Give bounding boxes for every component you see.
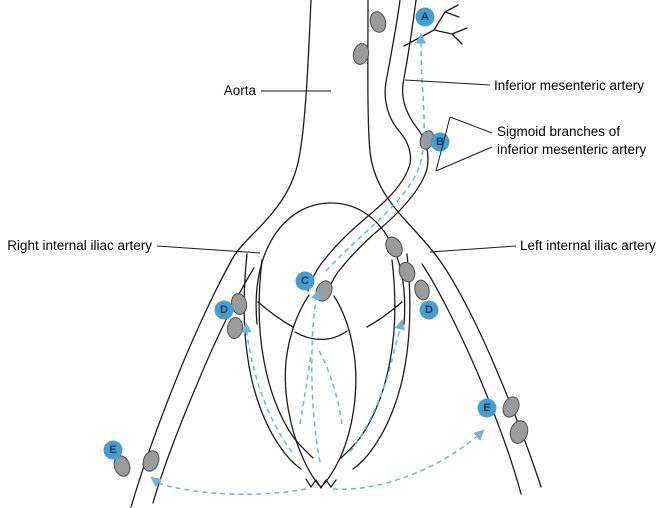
station-circle: [103, 440, 123, 460]
internal-iliac-right-edge-b: [340, 259, 396, 459]
lymph-flow-branch-right: [316, 346, 343, 425]
lymph-flow-right-internal-iliac: [349, 319, 405, 453]
sigmoid-branches-label-line1: Sigmoid branches of: [497, 124, 620, 139]
lymph-flow-branch-left: [299, 352, 312, 425]
station-marker-a: A: [415, 7, 435, 27]
aorta-label: Aorta: [224, 83, 257, 98]
anal-verge-zigzag: [305, 478, 337, 489]
middle-rectal-branch-left: [257, 301, 294, 328]
lymph-flow-to-left-inguinal: [150, 476, 307, 495]
label-pointer-lines: [156, 79, 517, 254]
label-layer: Aorta Inferior mesenteric artery Sigmoid…: [7, 78, 656, 253]
station-letter: E: [483, 402, 490, 414]
lymph-node: [509, 420, 529, 444]
station-marker-c: C: [295, 271, 315, 291]
lymph-flow-layer: [150, 33, 485, 495]
station-marker-layer: A B C D D E E: [103, 7, 497, 460]
sigmoid-pointer-line-bottom: [435, 146, 493, 172]
sigmoid-pointer-line-left: [435, 116, 451, 172]
lymph-node: [369, 11, 387, 33]
lymph-flow-to-station-a: [325, 33, 427, 272]
station-circle: [415, 7, 435, 27]
station-circle: [477, 398, 497, 418]
ima-pointer-line: [404, 79, 491, 86]
lymph-node: [398, 261, 416, 283]
station-marker-e-right: E: [477, 398, 497, 418]
ima-branch-twigs: [403, 4, 468, 47]
station-marker-e-left: E: [103, 440, 123, 460]
station-marker-d-right: D: [419, 300, 439, 320]
sigmoid-branches-label-line2: inferior mesenteric artery: [497, 142, 647, 157]
rectum-fold-line: [294, 330, 348, 341]
station-letter: C: [301, 275, 309, 287]
station-circle: [214, 300, 234, 320]
ima-tube-right-edge: [326, 0, 429, 297]
station-circle: [295, 271, 315, 291]
internal-iliac-right-edge-a: [352, 253, 411, 470]
right-internal-iliac-artery-label: Right internal iliac artery: [7, 238, 152, 253]
lymph-node: [352, 43, 370, 65]
middle-rectal-branch-right: [366, 301, 403, 328]
lymph-flow-to-right-inguinal: [332, 429, 485, 490]
station-letter: B: [436, 136, 444, 148]
lymph-node: [385, 236, 403, 258]
ima-tube-left-edge: [307, 0, 412, 292]
left-internal-iliac-pointer-line: [429, 245, 517, 253]
left-internal-iliac-artery-label: Left internal iliac artery: [520, 238, 656, 253]
sigmoid-pointer-line-top: [449, 116, 493, 134]
aorta-right-edge-vessel: [367, 0, 542, 488]
lymph-node: [142, 450, 160, 472]
station-letter: D: [425, 304, 433, 316]
lymph-node: [414, 279, 430, 301]
station-circle: [419, 300, 439, 320]
aorta-left-edge-vessel: [130, 0, 312, 508]
station-letter: D: [220, 304, 228, 316]
vessel-outlines: [130, 0, 542, 508]
station-marker-d-left: D: [214, 300, 234, 320]
station-letter: A: [421, 11, 429, 23]
station-letter: E: [109, 444, 116, 456]
lymph-flow-left-internal-iliac: [241, 322, 293, 453]
right-internal-iliac-pointer-line: [156, 245, 261, 254]
lymph-node: [502, 396, 520, 418]
inferior-mesenteric-artery-label: Inferior mesenteric artery: [494, 78, 644, 93]
station-marker-b: B: [430, 132, 450, 152]
lymph-flow-rectal-trunk: [310, 289, 322, 463]
internal-iliac-left-edge-b: [258, 259, 314, 459]
right-leg-vessel-inner-edge: [421, 263, 522, 495]
